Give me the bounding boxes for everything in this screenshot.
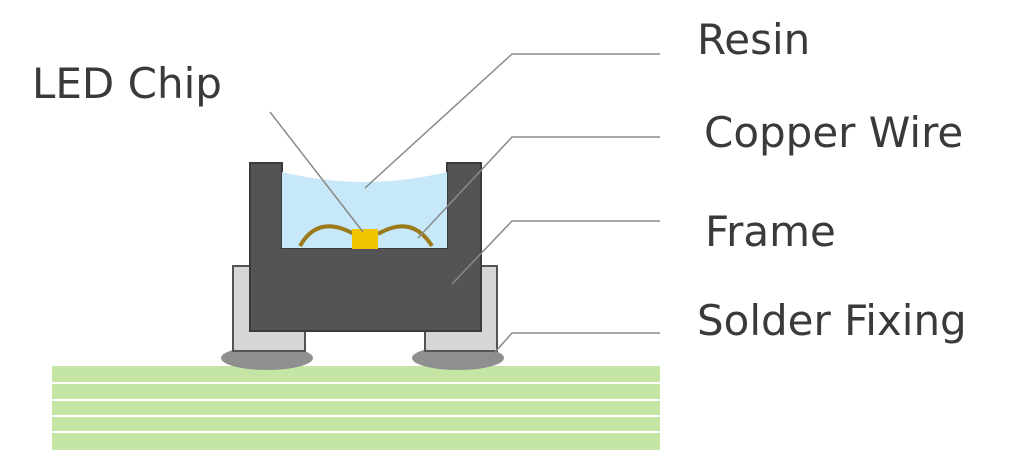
- label-solder-fixing: Solder Fixing: [697, 296, 967, 345]
- leader-solder-fixing: [487, 332, 660, 361]
- leader-copper-wire: [417, 136, 660, 239]
- label-frame: Frame: [705, 207, 836, 256]
- circuit-board: [52, 366, 660, 450]
- leader-frame: [451, 220, 660, 285]
- label-led-chip: LED Chip: [32, 59, 222, 108]
- label-copper-wire: Copper Wire: [704, 108, 963, 157]
- copper-wire: [298, 224, 434, 248]
- leader-led-chip: [269, 111, 364, 233]
- leader-lines: [269, 53, 660, 361]
- led-chip: [352, 229, 378, 249]
- label-resin: Resin: [697, 15, 810, 64]
- leader-resin: [364, 53, 660, 189]
